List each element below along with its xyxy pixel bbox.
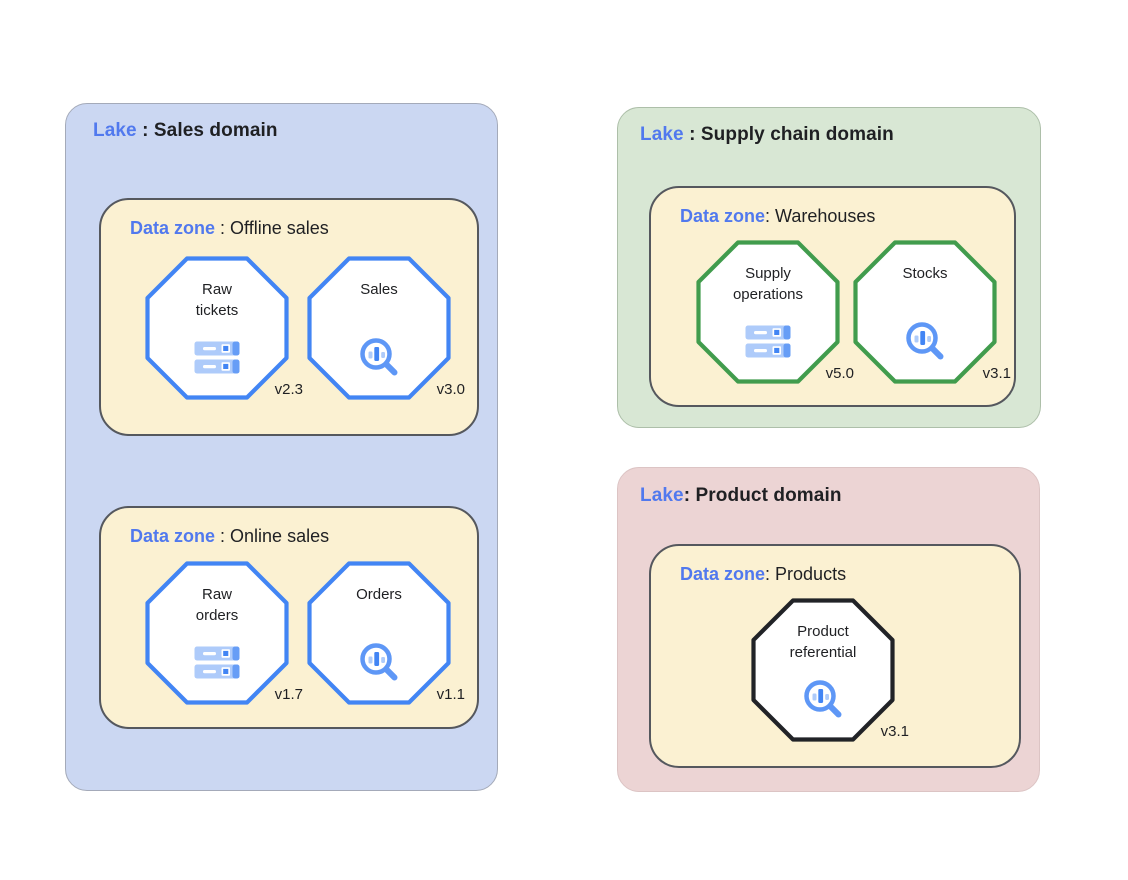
entity-product-referential: Product referential v3.1 [751,598,909,742]
entity-version: v2.3 [274,381,303,398]
octagon-outline [307,256,451,400]
zone-name: : Products [765,564,847,584]
zone-offline-sales: Data zone : Offline sales Raw tickets v2… [99,198,479,436]
zone-label: Data zone [130,526,216,546]
lake-supply-chain-domain: Lake : Supply chain domain Data zone: Wa… [617,107,1041,428]
lake-name: : Supply chain domain [683,124,894,145]
entity-name: Orders [356,586,402,603]
zone-title: Data zone: Warehouses [680,206,875,227]
zone-products: Data zone: Products Product referential … [649,544,1021,768]
entity-version: v1.7 [274,686,303,703]
lake-label: Lake [93,120,137,141]
entity-version: v3.1 [982,365,1011,382]
lake-name: : Sales domain [136,120,278,141]
zone-warehouses: Data zone: Warehouses Supply operations … [649,186,1016,407]
search-analytics-icon [904,320,946,362]
lake-title: Lake : Sales domain [93,120,278,142]
lake-title: Lake: Product domain [640,485,842,507]
entity-raw-orders: Raw orders v1.7 [145,561,303,705]
octagon-outline [696,240,840,384]
octagon-outline [145,561,289,705]
zone-label: Data zone [680,564,766,584]
octagon-outline [853,240,997,384]
search-analytics-icon [358,641,400,683]
entity-raw-tickets: Raw tickets v2.3 [145,256,303,400]
octagon-outline [307,561,451,705]
zone-title: Data zone : Online sales [130,526,329,547]
entity-version: v1.1 [436,686,465,703]
entity-name: Raw tickets [195,281,239,319]
zone-name: : Warehouses [765,206,876,226]
entity-name: Sales [360,281,398,298]
lake-sales-domain: Lake : Sales domain Data zone : Offline … [65,103,498,791]
octagon-outline [145,256,289,400]
storage-icon [194,646,240,679]
lake-label: Lake [640,485,684,506]
search-analytics-icon [358,336,400,378]
octagon-outline [751,598,895,742]
zone-name: : Offline sales [215,218,329,238]
entity-name: Stocks [902,265,948,282]
storage-icon [194,341,240,374]
entity-name: Raw orders [195,586,239,624]
entity-name: Product referential [789,623,857,661]
zone-title: Data zone: Products [680,564,846,585]
entity-name: Supply operations [732,265,804,303]
entity-orders: Orders v1.1 [307,561,465,705]
storage-icon [745,325,791,358]
zone-label: Data zone [130,218,216,238]
lake-title: Lake : Supply chain domain [640,124,894,146]
zone-title: Data zone : Offline sales [130,218,329,239]
entity-version: v5.0 [825,365,854,382]
zone-name: : Online sales [215,526,330,546]
zone-online-sales: Data zone : Online sales Raw orders v1.7… [99,506,479,729]
entity-stocks: Stocks v3.1 [853,240,1011,384]
lake-product-domain: Lake: Product domain Data zone: Products… [617,467,1040,792]
lake-label: Lake [640,124,684,145]
lake-name: : Product domain [683,485,842,506]
zone-label: Data zone [680,206,766,226]
entity-sales: Sales v3.0 [307,256,465,400]
entity-supply-operations: Supply operations v5.0 [696,240,854,384]
search-analytics-icon [802,678,844,720]
entity-version: v3.0 [436,381,465,398]
entity-version: v3.1 [880,723,909,740]
